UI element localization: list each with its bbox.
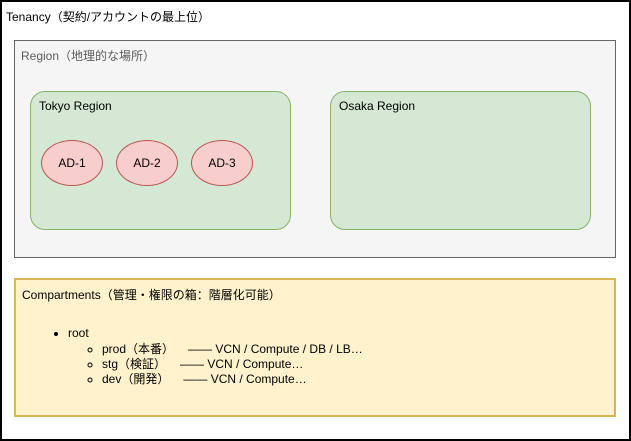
tree-item-stg: stg（検証） —— VCN / Compute…	[102, 357, 363, 372]
availability-domain-2-ellipse: AD-2	[116, 140, 178, 186]
compartments-tree: root prod（本番） —— VCN / Compute / DB / LB……	[16, 326, 363, 387]
tokyo-region-label: Tokyo Region	[39, 99, 112, 113]
compartments-children: prod（本番） —— VCN / Compute / DB / LB… stg（…	[68, 342, 363, 387]
compartments-label: Compartments（管理・権限の箱：階層化可能）	[22, 288, 281, 302]
tree-item-prod-detail: —— VCN / Compute / DB / LB…	[188, 342, 363, 356]
availability-domain-2-label: AD-2	[133, 156, 161, 170]
availability-domain-1-ellipse: AD-1	[41, 140, 103, 186]
tree-item-root-label: root	[68, 326, 89, 340]
region-box: Region（地理的な場所） Tokyo Region AD-1 AD-2 AD…	[14, 40, 616, 258]
tokyo-region-box: Tokyo Region AD-1 AD-2 AD-3	[30, 91, 291, 230]
osaka-region-label: Osaka Region	[339, 99, 416, 113]
tenancy-label: Tenancy（契約/アカウントの最上位）	[6, 10, 211, 24]
compartments-box: Compartments（管理・権限の箱：階層化可能） root prod（本番…	[14, 278, 616, 417]
availability-domain-1-label: AD-1	[58, 156, 86, 170]
tree-item-dev: dev（開発） —— VCN / Compute…	[102, 372, 363, 387]
tree-item-prod-name: prod（本番）	[102, 342, 175, 356]
osaka-region-box: Osaka Region	[330, 91, 591, 230]
tree-item-dev-name: dev（開発）	[102, 372, 170, 386]
region-label: Region（地理的な場所）	[21, 49, 156, 63]
tree-item-root: root prod（本番） —— VCN / Compute / DB / LB……	[68, 326, 363, 387]
tree-item-stg-name: stg（検証）	[102, 357, 167, 371]
availability-domain-3-label: AD-3	[208, 156, 236, 170]
tree-item-stg-detail: —— VCN / Compute…	[180, 357, 304, 371]
tree-item-dev-detail: —— VCN / Compute…	[183, 372, 307, 386]
tree-item-prod: prod（本番） —— VCN / Compute / DB / LB…	[102, 342, 363, 357]
availability-domain-3-ellipse: AD-3	[191, 140, 253, 186]
